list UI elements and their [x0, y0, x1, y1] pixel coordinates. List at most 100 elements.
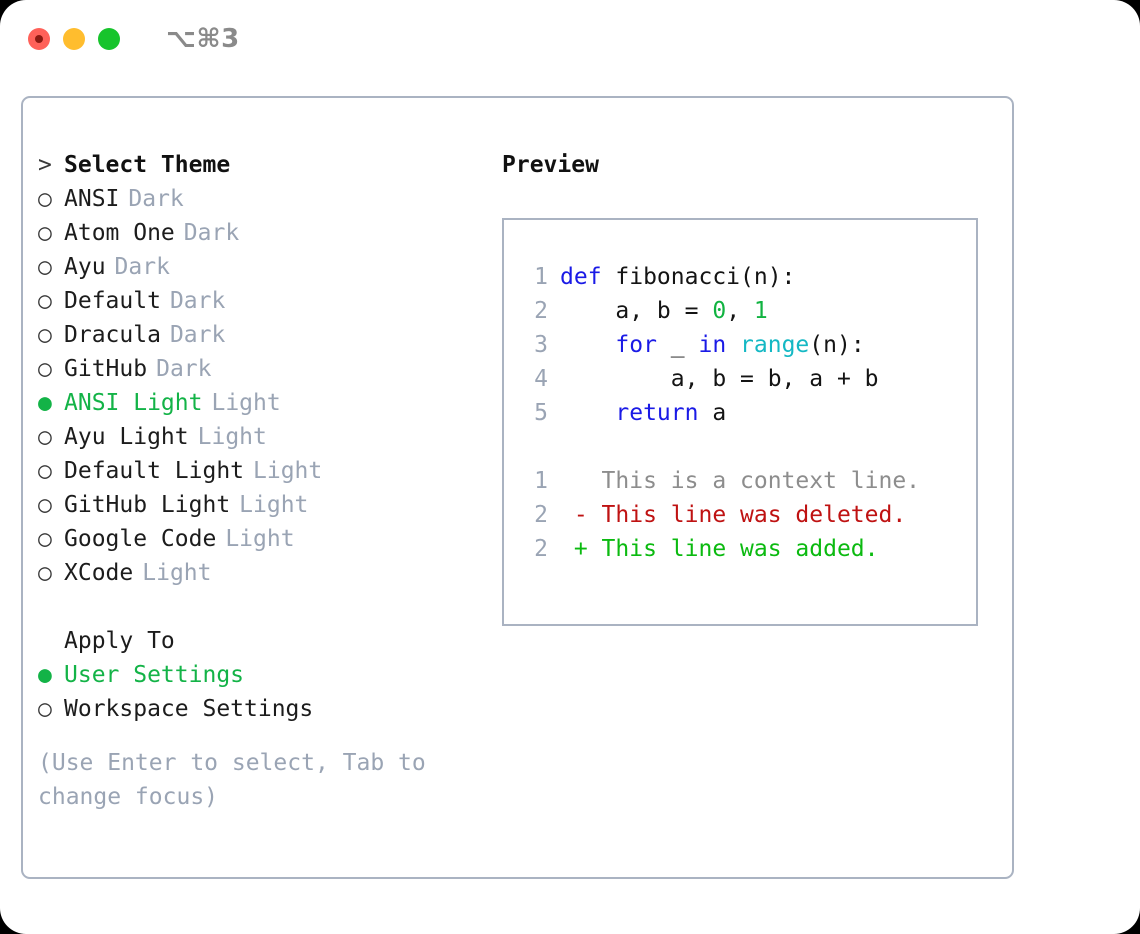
line-number: 2 [534, 298, 548, 324]
theme-variant-tag: Light [239, 492, 309, 518]
code-token-plain: a [698, 400, 727, 426]
diff-line-content: + This line was added. [560, 536, 879, 562]
radio-unselected-icon[interactable]: ○ [38, 424, 52, 450]
code-line: 5 return a [520, 396, 970, 430]
diff-line: 1 This is a context line. [520, 464, 970, 498]
code-token-num: 0 [712, 298, 727, 324]
theme-variant-tag: Dark [183, 220, 240, 246]
theme-name: GitHub Light [64, 492, 231, 518]
code-token-plain: a, b = [560, 298, 713, 324]
theme-name: XCode [64, 560, 134, 586]
radio-unselected-icon[interactable]: ○ [38, 526, 52, 552]
code-diff-separator [520, 430, 970, 464]
diff-line: 2 - This line was deleted. [520, 498, 970, 532]
select-theme-title: Select Theme [64, 152, 231, 178]
apply-to-title: Apply To [64, 628, 175, 654]
theme-list-item[interactable]: ○ GitHub Light Light [38, 488, 498, 522]
code-line: 3 for _ in range(n): [520, 328, 970, 362]
prompt-caret-icon: > [38, 152, 52, 178]
theme-name: ANSI [64, 186, 120, 212]
radio-unselected-icon[interactable]: ○ [38, 492, 52, 518]
code-line: 2 a, b = 0, 1 [520, 294, 970, 328]
theme-variant-tag: Light [142, 560, 212, 586]
line-number: 3 [534, 332, 548, 358]
theme-list-item[interactable]: ○ XCode Light [38, 556, 498, 590]
code-token-num: 1 [753, 298, 768, 324]
code-token-fn: range [740, 332, 810, 358]
code-line-content: def fibonacci(n): [560, 260, 795, 294]
preview-title: Preview [502, 152, 599, 178]
apply-to-label: Workspace Settings [64, 696, 314, 722]
theme-name: Default Light [64, 458, 245, 484]
line-number: 4 [534, 366, 548, 392]
code-token-plain [560, 332, 615, 358]
code-token-kw: return [615, 400, 699, 426]
theme-variant-tag: Dark [114, 254, 170, 280]
theme-name: Default [64, 288, 161, 314]
code-line-content: a, b = b, a + b [560, 362, 879, 396]
theme-list-item[interactable]: ○ Atom One Dark [38, 216, 498, 250]
theme-name: ANSI Light [64, 390, 203, 416]
theme-variant-tag: Dark [169, 288, 226, 314]
code-token-plain: , [726, 298, 754, 324]
code-line-content: a, b = 0, 1 [560, 294, 768, 328]
code-token-plain: a, b = b, a + b [560, 366, 879, 392]
theme-variant-tag: Dark [156, 356, 212, 382]
select-theme-header: > Select Theme [38, 148, 498, 182]
theme-list-item[interactable]: ○ Default Light Light [38, 454, 498, 488]
radio-unselected-icon[interactable]: ○ [38, 254, 52, 280]
window-titlebar: ⌥⌘3 [0, 0, 1140, 78]
theme-name: Ayu Light [64, 424, 189, 450]
radio-unselected-icon[interactable]: ○ [38, 322, 52, 348]
radio-selected-icon[interactable]: ● [38, 662, 52, 688]
maximize-button[interactable] [98, 28, 120, 50]
radio-selected-icon[interactable]: ● [38, 390, 52, 416]
apply-to-item[interactable]: ○ Workspace Settings [38, 692, 498, 726]
line-number: 2 [534, 536, 548, 562]
code-token-plain [560, 400, 615, 426]
code-token-plain: (n): [809, 332, 865, 358]
code-token-plain [726, 332, 740, 358]
radio-unselected-icon[interactable]: ○ [38, 220, 52, 246]
code-token-kw: in [698, 332, 727, 358]
code-line-content: return a [560, 396, 726, 430]
radio-unselected-icon[interactable]: ○ [38, 288, 52, 314]
apply-to-list: ●User Settings ○ Workspace Settings [38, 658, 498, 726]
minimize-button[interactable] [63, 28, 85, 50]
theme-name: Ayu [64, 254, 106, 280]
apply-to-header: Apply To [38, 624, 498, 658]
apply-to-item[interactable]: ●User Settings [38, 658, 498, 692]
traffic-light-group [28, 28, 120, 50]
theme-variant-tag: Light [253, 458, 323, 484]
code-token-kw: for [615, 332, 657, 358]
close-button[interactable] [28, 28, 50, 50]
theme-name: Google Code [64, 526, 217, 552]
radio-unselected-icon[interactable]: ○ [38, 458, 52, 484]
diff-line-content: - This line was deleted. [560, 502, 907, 528]
code-line: 4 a, b = b, a + b [520, 362, 970, 396]
theme-list-item[interactable]: ○ Ayu Dark [38, 250, 498, 284]
diff-sample: 1 This is a context line.2 - This line w… [520, 464, 970, 566]
radio-unselected-icon[interactable]: ○ [38, 356, 52, 382]
diff-line: 2 + This line was added. [520, 532, 970, 566]
theme-list-item[interactable]: ○ ANSI Dark [38, 182, 498, 216]
theme-name: Atom One [64, 220, 175, 246]
radio-unselected-icon[interactable]: ○ [38, 560, 52, 586]
theme-variant-tag: Dark [128, 186, 184, 212]
radio-unselected-icon[interactable]: ○ [38, 696, 52, 722]
keyboard-hint-text: (Use Enter to select, Tab to change focu… [38, 750, 426, 810]
radio-unselected-icon[interactable]: ○ [38, 186, 52, 212]
theme-list-item[interactable]: ○ Default Dark [38, 284, 498, 318]
